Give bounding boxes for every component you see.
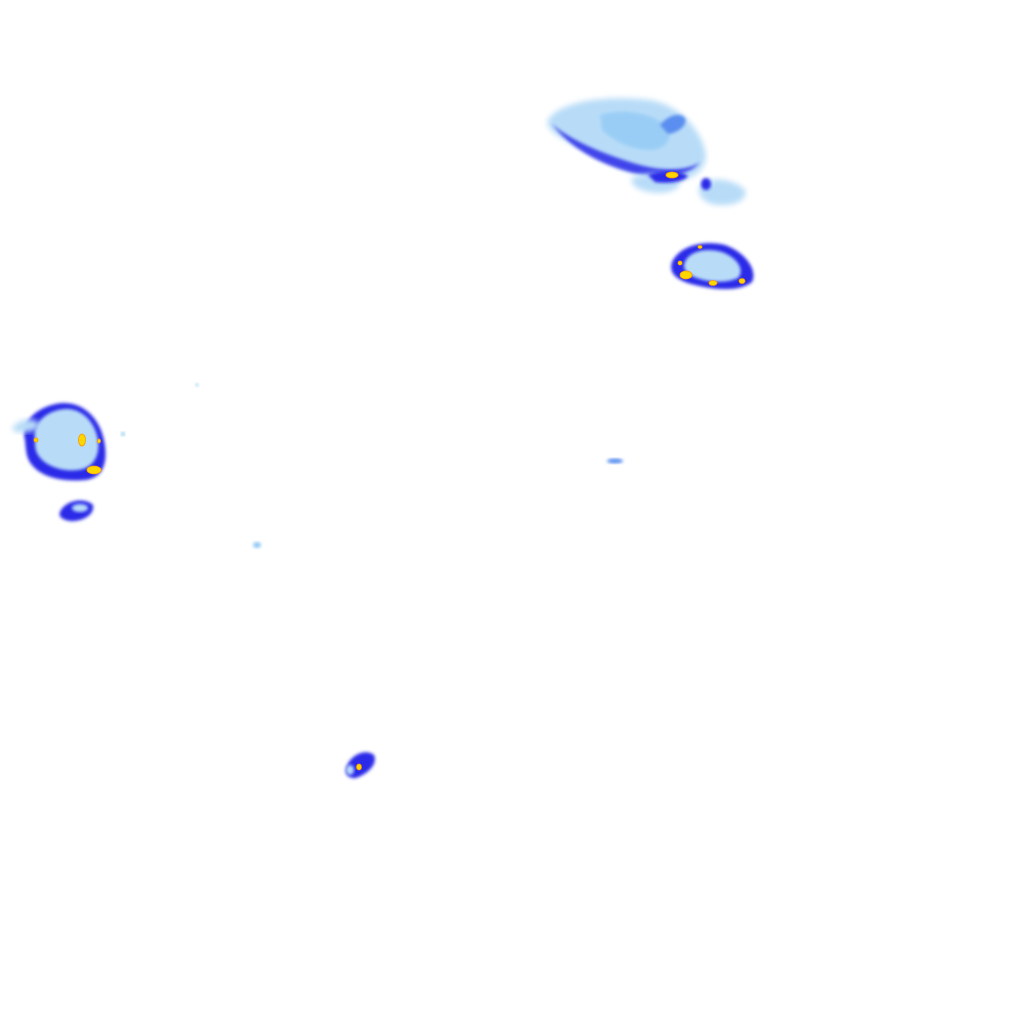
cell-northeast-band xyxy=(547,98,706,193)
cell-east xyxy=(671,243,754,290)
cell-small-speck xyxy=(121,383,261,548)
cell-west-south xyxy=(59,500,94,522)
cell-west xyxy=(12,402,106,481)
cell-central xyxy=(607,458,623,464)
cell-south xyxy=(345,752,375,779)
cell-northeast-fragment xyxy=(698,178,746,206)
